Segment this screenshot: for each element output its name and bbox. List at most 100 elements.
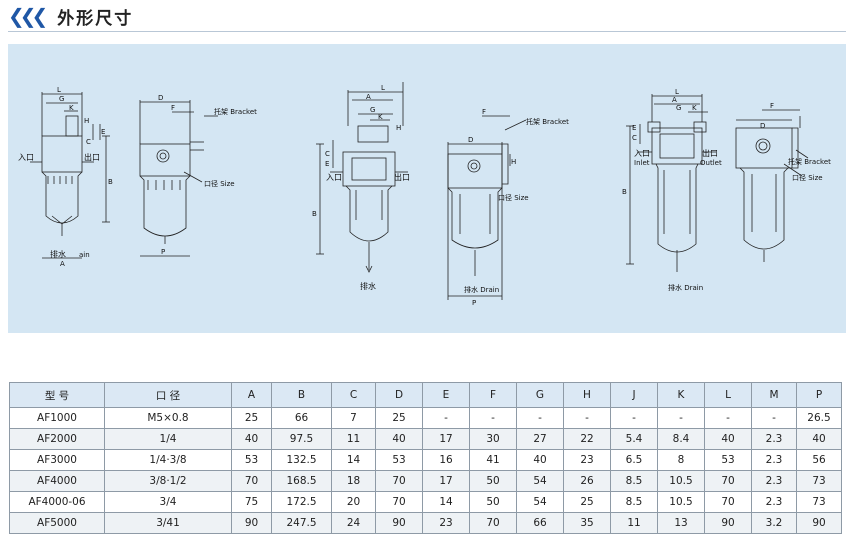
- table-cell-h: 35: [563, 512, 611, 534]
- m4-dim-F: F: [482, 108, 486, 116]
- table-cell-l: 90: [704, 512, 752, 534]
- table-cell-k: 8.4: [657, 428, 705, 450]
- m1-drain-en: ain: [79, 251, 90, 259]
- table-cell-m: 2.3: [751, 470, 797, 492]
- table-cell-j: -: [610, 407, 658, 429]
- column-header-model: 型 号: [9, 382, 105, 408]
- table-cell-p: 56: [796, 449, 842, 471]
- table-cell-a: 90: [231, 512, 272, 534]
- table-cell-c: 7: [331, 407, 376, 429]
- table-cell-h: 22: [563, 428, 611, 450]
- table-cell-d: 25: [375, 407, 423, 429]
- table-cell-l: 70: [704, 470, 752, 492]
- m4-size-label: 口径 Size: [498, 193, 529, 202]
- m3-inlet-label: 入口: [326, 173, 342, 182]
- table-cell-a: 40: [231, 428, 272, 450]
- m5-dim-K: K: [692, 104, 697, 112]
- table-cell-d: 70: [375, 470, 423, 492]
- m3-dim-C: C: [325, 150, 330, 158]
- table-cell-j: 5.4: [610, 428, 658, 450]
- table-cell-b: 66: [271, 407, 332, 429]
- table-cell-model: AF5000: [9, 512, 105, 534]
- m1-dim-L: L: [57, 86, 61, 94]
- m2-size-label: 口径 Size: [204, 179, 235, 188]
- table-cell-a: 25: [231, 407, 272, 429]
- m3-dim-K: K: [378, 113, 383, 121]
- table-cell-b: 247.5: [271, 512, 332, 534]
- table-cell-f: -: [469, 407, 517, 429]
- m5-dim-B: B: [622, 188, 627, 196]
- m3-dim-B: B: [312, 210, 317, 218]
- table-cell-model: AF4000: [9, 470, 105, 492]
- m6-dim-F: F: [770, 102, 774, 110]
- m1-drain-label: 排水: [50, 249, 66, 259]
- table-cell-g: -: [516, 407, 564, 429]
- table-cell-port-size: 3/41: [104, 512, 232, 534]
- m5-outlet-en: Outlet: [700, 159, 722, 167]
- table-cell-f: 50: [469, 470, 517, 492]
- table-cell-g: 40: [516, 449, 564, 471]
- m2-dim-F: F: [171, 104, 175, 112]
- m5-dim-C: C: [632, 134, 637, 142]
- m5-inlet-en: Inlet: [634, 159, 650, 167]
- column-header-k: K: [657, 382, 705, 408]
- dimension-drawing: L G K H E C B 入口 出口 排水 ain A D F 托架 Brac…: [8, 44, 846, 333]
- column-header-f: F: [469, 382, 517, 408]
- m5-dim-A: A: [672, 96, 677, 104]
- m4-bracket-label: 托架 Bracket: [526, 117, 569, 126]
- table-cell-g: 27: [516, 428, 564, 450]
- m1-outlet-label: 出口: [84, 152, 100, 162]
- m4-drain-label: 排水 Drain: [464, 285, 499, 294]
- table-cell-b: 97.5: [271, 428, 332, 450]
- table-cell-g: 54: [516, 470, 564, 492]
- table-cell-m: 2.3: [751, 449, 797, 471]
- table-cell-port-size: 1/4·3/8: [104, 449, 232, 471]
- column-header-a: A: [231, 382, 272, 408]
- m3-dim-A: A: [366, 93, 371, 101]
- table-cell-c: 24: [331, 512, 376, 534]
- table-cell-c: 11: [331, 428, 376, 450]
- table-cell-f: 70: [469, 512, 517, 534]
- table-cell-e: 23: [422, 512, 470, 534]
- table-cell-h: 26: [563, 470, 611, 492]
- table-cell-port-size: 1/4: [104, 428, 232, 450]
- table-cell-p: 73: [796, 470, 842, 492]
- table-cell-port-size: 3/4: [104, 491, 232, 513]
- table-cell-m: 2.3: [751, 491, 797, 513]
- table-cell-m: 3.2: [751, 512, 797, 534]
- table-cell-m: -: [751, 407, 797, 429]
- table-cell-g: 66: [516, 512, 564, 534]
- filter-side-view-6: [735, 109, 809, 262]
- column-header-port-size: 口 径: [104, 382, 232, 408]
- table-cell-l: 40: [704, 428, 752, 450]
- m3-dim-G: G: [370, 106, 375, 114]
- m1-dim-E: E: [101, 128, 105, 136]
- table-cell-f: 30: [469, 428, 517, 450]
- table-cell-d: 40: [375, 428, 423, 450]
- m6-dim-D: D: [760, 122, 765, 130]
- m1-dim-C: C: [86, 138, 91, 146]
- m2-dim-D: D: [158, 94, 163, 102]
- table-cell-f: 41: [469, 449, 517, 471]
- m6-size-label: 口径 Size: [792, 173, 823, 182]
- m3-drain-label: 排水: [360, 281, 376, 291]
- column-header-e: E: [422, 382, 470, 408]
- m1-dim-H: H: [84, 117, 89, 125]
- table-cell-l: 70: [704, 491, 752, 513]
- table-cell-l: 53: [704, 449, 752, 471]
- column-header-h: H: [563, 382, 611, 408]
- column-header-b: B: [271, 382, 332, 408]
- m5-dim-E: E: [632, 124, 636, 132]
- table-cell-k: 13: [657, 512, 705, 534]
- column-header-g: G: [516, 382, 564, 408]
- table-cell-j: 11: [610, 512, 658, 534]
- table-cell-l: -: [704, 407, 752, 429]
- table-cell-d: 70: [375, 491, 423, 513]
- table-cell-m: 2.3: [751, 428, 797, 450]
- m5-outlet-label: 出口: [702, 148, 718, 158]
- filter-side-view-4: [447, 115, 527, 300]
